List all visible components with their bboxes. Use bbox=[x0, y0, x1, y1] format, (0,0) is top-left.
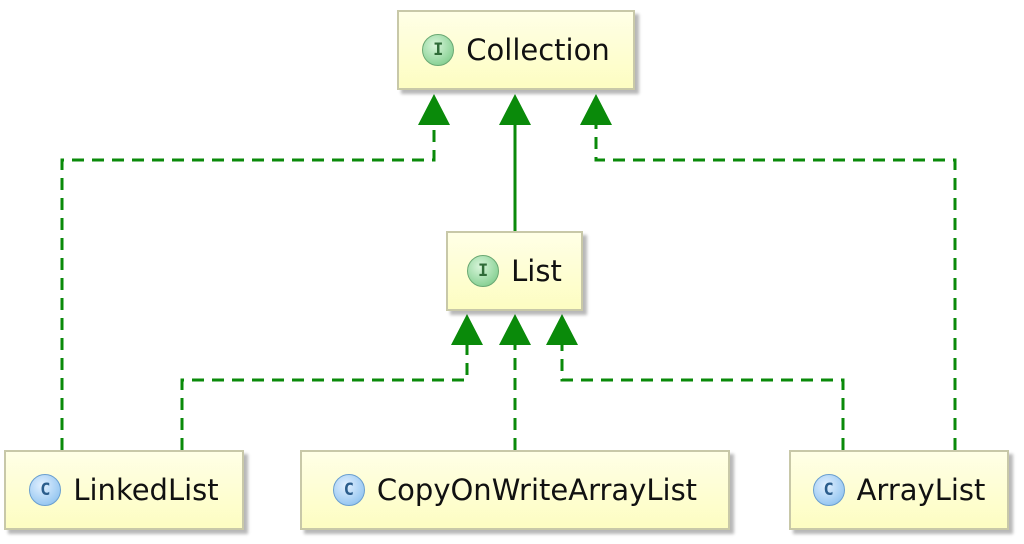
edge-linkedlist-to-list bbox=[180, 344, 469, 450]
class-icon: C bbox=[812, 474, 845, 506]
arrowhead-collection-right bbox=[580, 94, 612, 125]
arrowhead-list-center bbox=[499, 314, 531, 345]
node-label: List bbox=[511, 254, 562, 288]
class-icon: C bbox=[332, 474, 365, 506]
arrowhead-list-left bbox=[451, 314, 483, 345]
node-label: Collection bbox=[466, 33, 610, 67]
node-label: ArrayList bbox=[856, 473, 986, 507]
edge-arraylist-to-list bbox=[560, 344, 845, 450]
node-label: CopyOnWriteArrayList bbox=[376, 473, 698, 507]
copyonwritearraylist-class-node[interactable]: C CopyOnWriteArrayList bbox=[300, 450, 730, 530]
arrowhead-collection-center bbox=[499, 94, 531, 125]
collection-interface-node[interactable]: I Collection bbox=[397, 10, 635, 90]
arraylist-class-node[interactable]: C ArrayList bbox=[789, 450, 1009, 530]
class-icon: C bbox=[29, 474, 62, 506]
edge-linkedlist-to-collection bbox=[60, 124, 436, 450]
interface-icon: I bbox=[422, 34, 455, 66]
edge-arraylist-to-collection bbox=[594, 124, 957, 450]
node-label: LinkedList bbox=[73, 473, 219, 507]
linkedlist-class-node[interactable]: C LinkedList bbox=[4, 450, 244, 530]
interface-icon: I bbox=[467, 255, 500, 287]
arrowhead-list-right bbox=[546, 314, 578, 345]
list-interface-node[interactable]: I List bbox=[446, 231, 583, 311]
arrowhead-collection-left bbox=[418, 94, 450, 125]
